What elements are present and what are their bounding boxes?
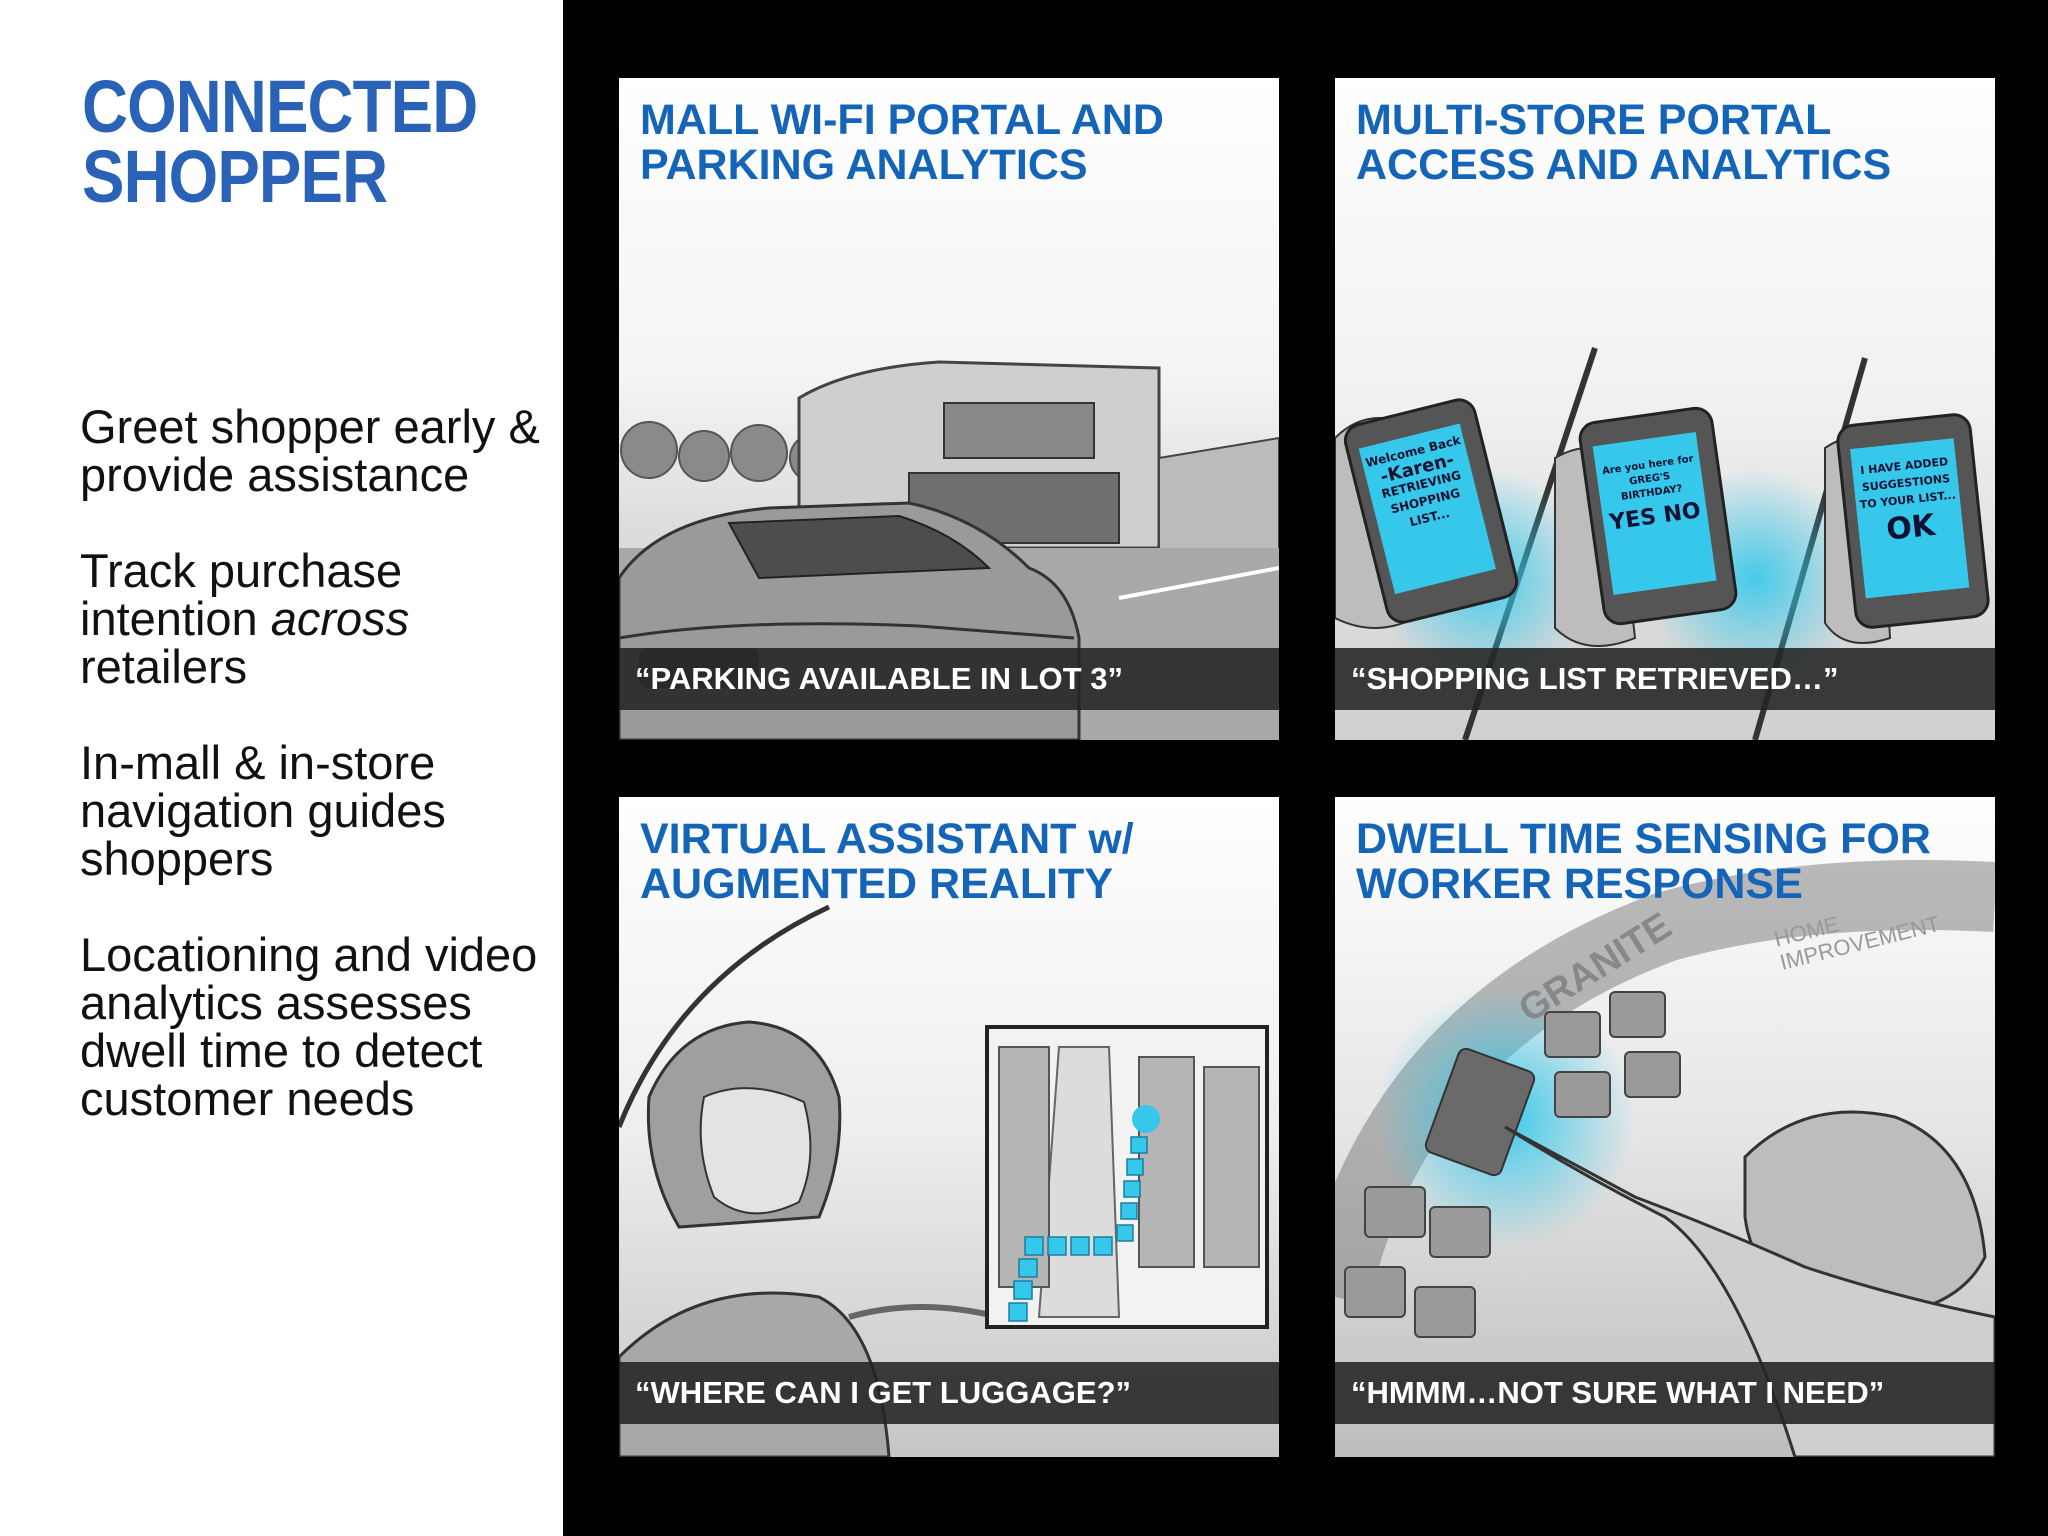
phone-2-screen: Are you here for GREG'S BIRTHDAY? YES NO	[1592, 431, 1717, 595]
panel-parking-title-line-1: MALL WI-FI PORTAL AND	[640, 96, 1164, 144]
panel-virtual-assistant: VIRTUAL ASSISTANT w/ AUGMENTED REALITY “…	[619, 797, 1279, 1457]
panel-multistore: Welcome Back -Karen- RETRIEVING SHOPPING…	[1335, 78, 1995, 740]
illustration-dwell-time	[1335, 797, 1995, 1457]
bullet-track: Track purchase intention across retailer…	[80, 547, 550, 691]
bullet-track-text-2: retailers	[80, 640, 248, 693]
phone-3-screen: I HAVE ADDED SUGGESTIONS TO YOUR LIST...…	[1850, 438, 1970, 599]
panel-dwell-time-title: DWELL TIME SENSING FOR WORKER RESPONSE	[1356, 817, 1986, 907]
panel-multistore-title: MULTI-STORE PORTAL ACCESS AND ANALYTICS	[1356, 98, 1986, 188]
panel-dwell-time-title-line-1: DWELL TIME SENSING FOR	[1356, 815, 1931, 863]
panel-multistore-title-line-2: ACCESS AND ANALYTICS	[1356, 141, 1892, 189]
panel-multistore-caption: “SHOPPING LIST RETRIEVED…”	[1335, 648, 1995, 710]
panel-virtual-assistant-caption: “WHERE CAN I GET LUGGAGE?”	[619, 1362, 1279, 1424]
phone-2: Are you here for GREG'S BIRTHDAY? YES NO	[1576, 404, 1740, 628]
panel-parking-title: MALL WI-FI PORTAL AND PARKING ANALYTICS	[640, 98, 1270, 188]
bullet-navigation: In-mall & in-store navigation guides sho…	[80, 736, 446, 885]
left-column: CONNECTED SHOPPER Greet shopper early & …	[0, 0, 563, 1536]
panel-grid: MALL WI-FI PORTAL AND PARKING ANALYTICS …	[563, 0, 2048, 1536]
slide-title-line-1: CONNECTED	[82, 65, 478, 148]
slide-title: CONNECTED SHOPPER	[82, 65, 478, 218]
bullet-track-text-1: Track purchase intention	[80, 544, 403, 645]
panel-dwell-time: GRANITE HOME IMPROVEMENT DWELL TIME SENS…	[1335, 797, 1995, 1457]
panel-parking-caption: “PARKING AVAILABLE IN LOT 3”	[619, 648, 1279, 710]
phone-3: I HAVE ADDED SUGGESTIONS TO YOUR LIST...…	[1834, 411, 1992, 631]
panel-parking: MALL WI-FI PORTAL AND PARKING ANALYTICS …	[619, 78, 1279, 740]
slide-title-line-2: SHOPPER	[82, 135, 388, 218]
bullet-greet: Greet shopper early & provide assistance	[80, 400, 540, 501]
bullet-locationing: Locationing and video analytics assesses…	[80, 928, 538, 1125]
panel-dwell-time-caption: “HMMM…NOT SURE WHAT I NEED”	[1335, 1362, 1995, 1424]
panel-virtual-assistant-title-line-2: AUGMENTED REALITY	[640, 860, 1113, 908]
panel-virtual-assistant-title-line-1: VIRTUAL ASSISTANT w/	[640, 815, 1134, 863]
panel-parking-title-line-2: PARKING ANALYTICS	[640, 141, 1088, 189]
panel-dwell-time-title-line-2: WORKER RESPONSE	[1356, 860, 1803, 908]
phone-1-screen: Welcome Back -Karen- RETRIEVING SHOPPING…	[1358, 423, 1496, 595]
bullet-track-emphasis: across	[270, 592, 410, 645]
bullet-list: Greet shopper early & provide assistance…	[80, 403, 550, 1171]
panel-multistore-title-line-1: MULTI-STORE PORTAL	[1356, 96, 1832, 144]
panel-virtual-assistant-title: VIRTUAL ASSISTANT w/ AUGMENTED REALITY	[640, 817, 1270, 907]
